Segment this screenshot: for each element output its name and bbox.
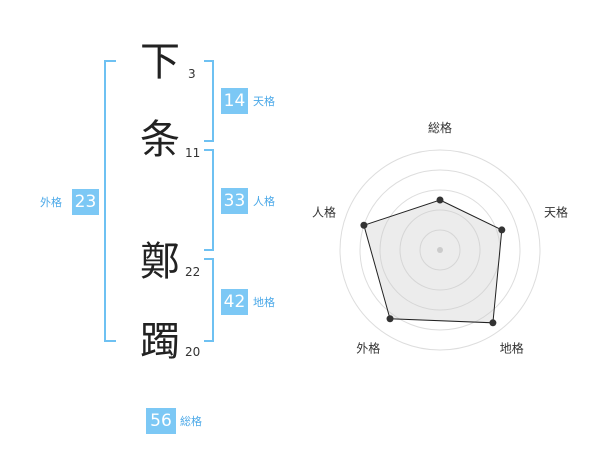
name-char-2: 条 bbox=[140, 117, 180, 163]
jinkaku-value: 33 bbox=[221, 188, 248, 214]
soukaku-value: 56 bbox=[146, 408, 176, 434]
tenkaku-bracket bbox=[204, 60, 214, 142]
tenkaku-value: 14 bbox=[221, 88, 248, 114]
jinkaku-bracket bbox=[204, 149, 214, 251]
stroke-count-4: 20 bbox=[185, 345, 201, 359]
chikaku-value: 42 bbox=[221, 289, 248, 315]
radar-center bbox=[437, 247, 443, 253]
radar-ring bbox=[339, 149, 541, 351]
jinkaku-label: 人格 bbox=[253, 195, 275, 208]
radar-ring bbox=[359, 169, 521, 331]
radar-axis-label-2: 天格 bbox=[544, 204, 568, 219]
name-char-3: 鄭 bbox=[140, 239, 180, 285]
radar-axis-label-1: 総格 bbox=[428, 120, 452, 135]
name-char-1: 下 bbox=[140, 39, 180, 85]
radar-point-3 bbox=[489, 319, 497, 327]
chikaku-bracket bbox=[204, 258, 214, 342]
gaikaku-label: 外格 bbox=[40, 196, 62, 209]
radar-point-2 bbox=[498, 226, 506, 234]
radar-point-1 bbox=[436, 196, 444, 204]
gaikaku-bracket bbox=[104, 60, 116, 342]
radar-series-area bbox=[363, 199, 503, 324]
radar-axis-label-4: 外格 bbox=[356, 341, 380, 356]
stroke-count-3: 22 bbox=[185, 265, 201, 279]
gaikaku-value: 23 bbox=[72, 189, 99, 215]
tenkaku-label: 天格 bbox=[253, 95, 275, 108]
stroke-count-1: 3 bbox=[188, 67, 196, 81]
chikaku-label: 地格 bbox=[253, 296, 275, 309]
radar-ring bbox=[419, 229, 461, 271]
radar-axis-label-3: 地格 bbox=[500, 341, 524, 356]
name-char-4: 躅 bbox=[140, 319, 180, 365]
radar-point-5 bbox=[360, 221, 368, 229]
soukaku-label: 総格 bbox=[180, 415, 202, 428]
radar-point-4 bbox=[386, 315, 394, 323]
stroke-count-2: 11 bbox=[185, 146, 201, 160]
radar-ring bbox=[399, 209, 481, 291]
radar-axis-label-5: 人格 bbox=[312, 204, 336, 219]
